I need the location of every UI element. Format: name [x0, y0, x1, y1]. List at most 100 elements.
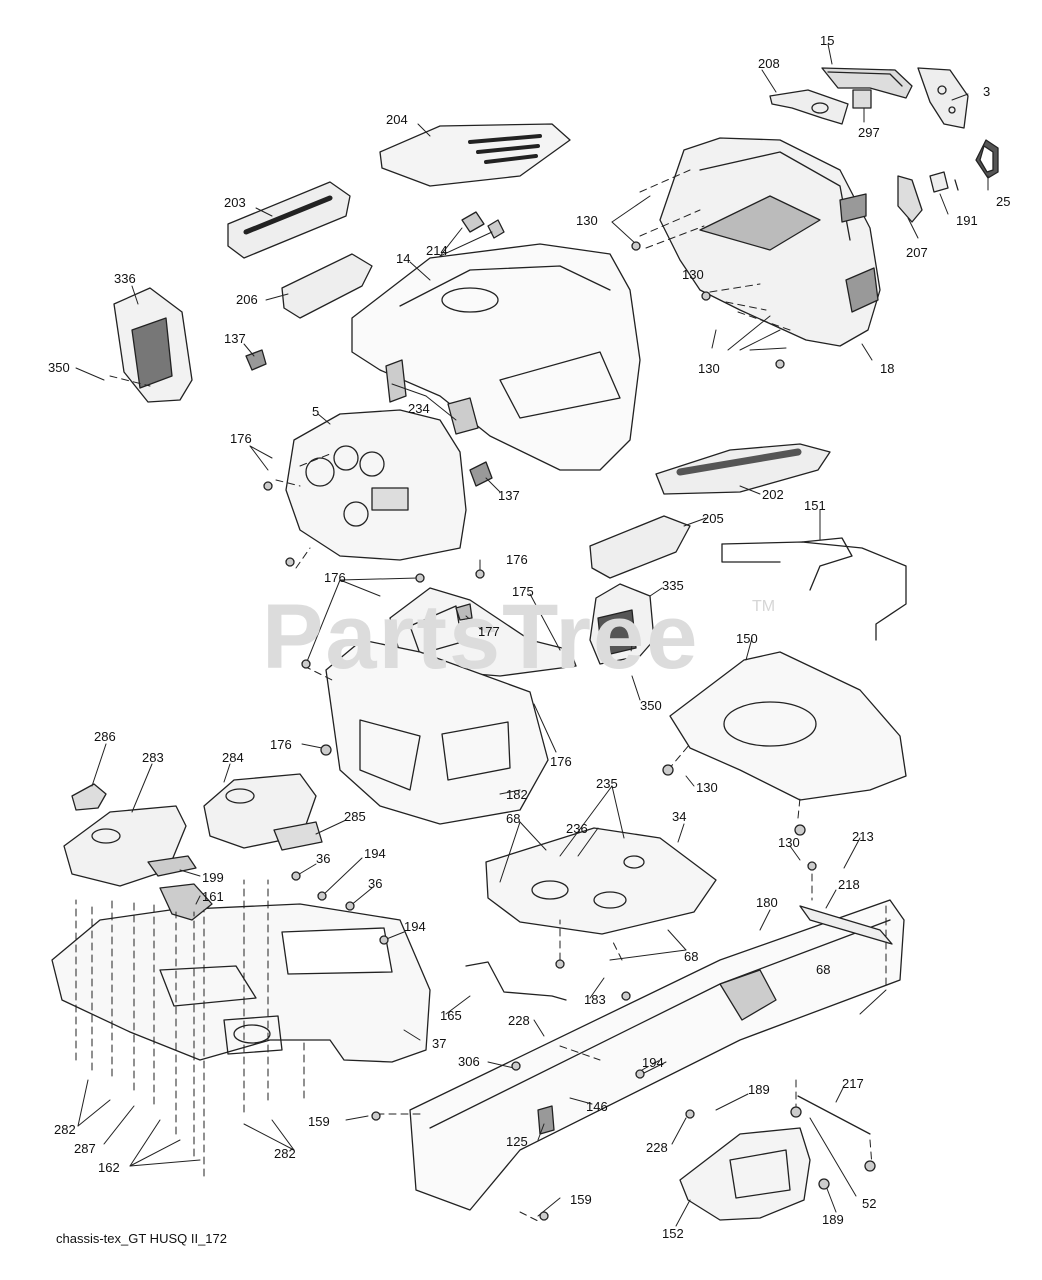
part-182-dash-panel: [326, 640, 548, 824]
part-152-seat-pan: [680, 1128, 810, 1220]
callout-label: 205: [702, 511, 724, 526]
callout-label: 34: [672, 809, 687, 824]
part-206-panel: [282, 254, 372, 318]
part-5-dash: [286, 410, 466, 560]
callout-label: 152: [662, 1226, 684, 1241]
callout-label: 194: [642, 1055, 664, 1070]
callout-label: 217: [842, 1076, 864, 1091]
part-15-trim: [822, 68, 912, 98]
callout-label: 162: [98, 1160, 120, 1175]
part-25-seal: [976, 140, 998, 178]
callout-label: 130: [576, 213, 598, 228]
callout-label: 176: [230, 431, 252, 446]
callout-label: 282: [274, 1146, 296, 1161]
part-37-fender: [52, 904, 430, 1062]
callout-label: 125: [506, 1134, 528, 1149]
callout-label: 18: [880, 361, 895, 376]
callout-label: 208: [758, 56, 780, 71]
callout-label: 336: [114, 271, 136, 286]
callout-label: 236: [566, 821, 588, 836]
callout-label: 194: [404, 919, 426, 934]
callout-label: 180: [756, 895, 778, 910]
part-217-rod: [798, 1096, 870, 1134]
part-150-floor-pan: [670, 652, 906, 800]
callout-label: 182: [506, 787, 528, 802]
callout-label: 213: [852, 829, 874, 844]
callout-label: 176: [270, 737, 292, 752]
part-203-grille: [228, 182, 350, 258]
part-214-fastener: [462, 212, 504, 238]
callout-label: 282: [54, 1122, 76, 1137]
callout-label: 137: [498, 488, 520, 503]
part-202-front-grille: [656, 444, 830, 494]
callout-label: 234: [408, 401, 430, 416]
callout-label: 165: [440, 1008, 462, 1023]
callout-label: 284: [222, 750, 244, 765]
part-161-guard: [160, 884, 212, 920]
pointer-lines: [76, 44, 988, 1226]
callout-label: 159: [570, 1192, 592, 1207]
callout-label: 37: [432, 1036, 447, 1051]
trademark-symbol: TM: [752, 598, 776, 615]
callout-label: 183: [584, 992, 606, 1007]
callout-label: 52: [862, 1196, 877, 1211]
callout-label: 350: [48, 360, 70, 375]
part-218-bracket: [800, 906, 892, 944]
callout-label: 202: [762, 487, 784, 502]
part-151-bracket: [722, 538, 906, 640]
fasteners: [264, 242, 875, 1220]
callout-label: 350: [640, 698, 662, 713]
callout-label: 176: [550, 754, 572, 769]
callout-label: 68: [816, 962, 831, 977]
callout-label: 25: [996, 194, 1011, 209]
callout-label: 218: [838, 877, 860, 892]
callout-label: 176: [506, 552, 528, 567]
callout-label: 335: [662, 578, 684, 593]
part-297-clip: [853, 90, 871, 108]
callout-label: 235: [596, 776, 618, 791]
callout-label: 177: [478, 624, 500, 639]
part-208-bracket: [770, 90, 848, 124]
part-18-front-hood: [660, 138, 880, 346]
part-336-side-grille: [114, 288, 192, 402]
callout-label: 189: [748, 1082, 770, 1097]
part-137-clip: [246, 350, 492, 486]
part-125-clip: [538, 1106, 554, 1134]
callout-label: 130: [696, 780, 718, 795]
callout-label: 5: [312, 404, 320, 419]
callout-label: 228: [646, 1140, 668, 1155]
callout-label: 286: [94, 729, 116, 744]
part-177-bracket: [456, 604, 472, 620]
callout-label: 14: [396, 251, 411, 266]
part-204-hood-panel: [380, 124, 570, 186]
callout-label: 214: [426, 243, 448, 258]
callout-label: 206: [236, 292, 258, 307]
callout-label: 137: [224, 331, 246, 346]
callout-label: 36: [316, 851, 331, 866]
part-165-rod: [466, 962, 566, 1000]
callout-label: 228: [508, 1013, 530, 1028]
callout-label: 203: [224, 195, 246, 210]
callout-label: 130: [698, 361, 720, 376]
callout-label: 130: [682, 267, 704, 282]
callout-label: 285: [344, 809, 366, 824]
callout-label: 306: [458, 1054, 480, 1069]
part-285-bracket: [274, 822, 322, 850]
callout-label: 36: [368, 876, 383, 891]
callout-label: 3: [983, 84, 991, 99]
callout-label: 207: [906, 245, 928, 260]
part-191-nut: [930, 172, 958, 192]
part-34-mount-plate: [486, 828, 716, 934]
callout-label: 204: [386, 112, 408, 127]
callout-label: 68: [684, 949, 699, 964]
part-3-plate: [918, 68, 968, 128]
callout-label: 68: [506, 811, 521, 826]
callout-label: 146: [586, 1099, 608, 1114]
diagram-caption: chassis-tex_GT HUSQ II_172: [56, 1231, 227, 1246]
callout-label: 297: [858, 125, 880, 140]
part-180-frame: [410, 900, 904, 1210]
callout-label: 151: [804, 498, 826, 513]
callout-label: 287: [74, 1141, 96, 1156]
part-205-light-bezel: [590, 516, 690, 578]
